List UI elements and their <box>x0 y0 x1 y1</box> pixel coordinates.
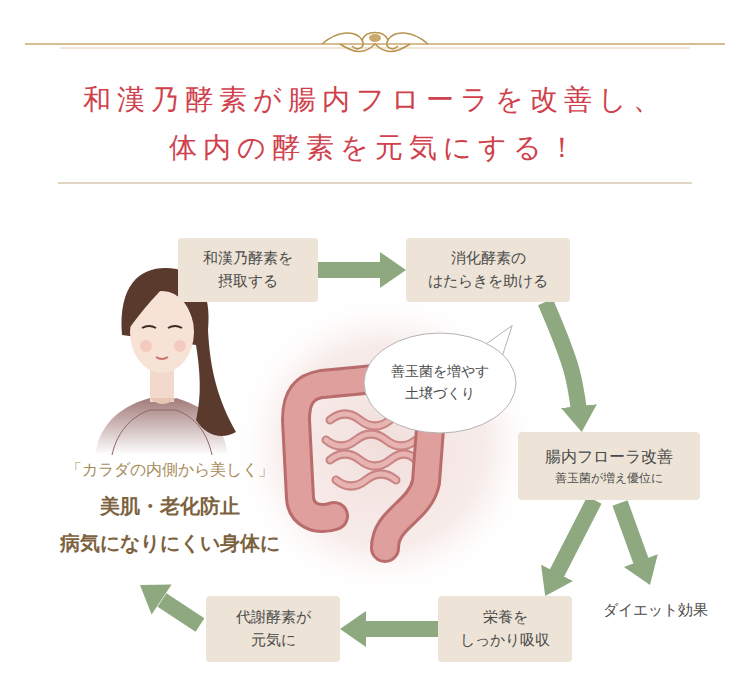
benefit-text: 美肌・老化防止 <box>40 493 300 520</box>
speech-bubble: 善玉菌を増やす 土壌づくり <box>364 333 516 433</box>
title-divider <box>58 183 692 184</box>
flow-arrow <box>545 500 594 596</box>
node-text: 和漢乃酵素を 摂取する <box>189 247 307 294</box>
bubble-body <box>364 333 516 433</box>
flow-arrow <box>545 302 581 432</box>
process-box: 代謝酵素が 元気に <box>206 596 340 662</box>
node-text: 腸内フローラ改善 <box>524 445 694 470</box>
node-text: 善玉菌を増やす 土壌づくり <box>378 361 502 404</box>
process-box: 腸内フローラ改善善玉菌が増え優位に <box>518 432 700 500</box>
node-subtext: 善玉菌が増え優位に <box>524 470 694 487</box>
benefit-text: 病気になりにくい身体に <box>40 530 300 557</box>
top-ornament <box>25 33 725 52</box>
node-text: 消化酵素の はたらきを助ける <box>417 247 559 294</box>
flow-arrow <box>340 621 438 637</box>
process-box: 和漢乃酵素を 摂取する <box>178 238 318 302</box>
bubble-outline <box>364 333 516 433</box>
process-box: 消化酵素の はたらきを助ける <box>406 238 570 302</box>
page-title: 和漢乃酵素が腸内フローラを改善し、 体内の酵素を元気にする！ <box>15 76 735 172</box>
node-text: 代謝酵素が 元気に <box>222 606 324 653</box>
process-box: 栄養を しっかり吸収 <box>438 596 572 662</box>
bubble-seam <box>483 349 499 358</box>
effect-label: ダイエット効果 <box>580 601 730 620</box>
node-text: 栄養を しっかり吸収 <box>454 606 556 653</box>
flow-arrow <box>318 262 406 278</box>
slogan-text: 「カラダの内側から美しく」 <box>40 460 300 481</box>
